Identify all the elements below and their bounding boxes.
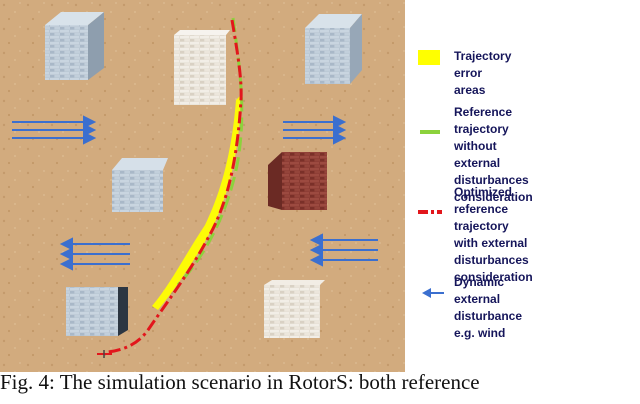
optimized-trajectory-line	[107, 19, 243, 354]
building-top-left	[45, 12, 104, 80]
green-line-swatch	[420, 130, 440, 134]
building-middle-left	[112, 158, 168, 212]
figure-caption: Fig. 4: The simulation scenario in Rotor…	[0, 370, 480, 394]
legend-label-wind: Dynamic external disturbance e.g. wind	[454, 275, 523, 340]
legend-label-reference: Reference trajectory without external di…	[454, 105, 533, 204]
wind-arrows-bottom-right	[309, 233, 378, 267]
building-top-center	[174, 30, 230, 105]
building-bottom-left	[66, 287, 128, 336]
wind-arrow-icon	[422, 288, 444, 298]
wind-arrows-top-left	[12, 115, 97, 145]
wind-arrows-top-right	[283, 115, 347, 145]
reference-trajectory-line	[176, 17, 244, 287]
legend-label-error-areas: Trajectory error areas	[454, 49, 512, 97]
wind-arrows-bottom-left	[59, 237, 130, 271]
simulation-scene	[0, 0, 405, 372]
building-top-right	[305, 14, 362, 84]
building-bottom-right	[264, 280, 325, 338]
yellow-area-swatch	[418, 50, 440, 65]
building-middle-right	[268, 152, 327, 210]
drone-start-marker	[97, 350, 112, 358]
red-dashdot-swatch	[418, 210, 442, 214]
legend-label-optimized: Optimized reference trajectory with exte…	[454, 185, 533, 284]
